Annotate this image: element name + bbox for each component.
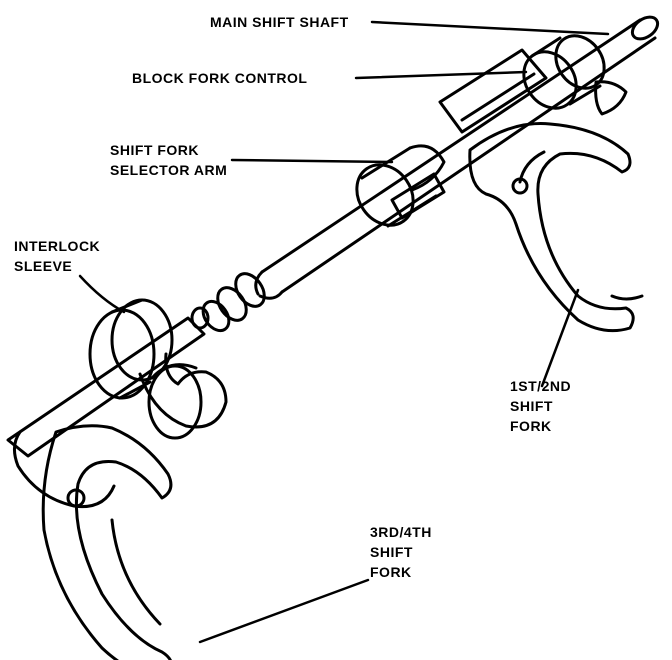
label-interlock-sleeve: INTERLOCK SLEEVE	[14, 236, 100, 276]
leader-block-fork-control	[354, 70, 528, 80]
leader-selector-arm	[230, 158, 394, 164]
leader-1st-2nd-fork	[540, 288, 580, 388]
shift-fork-selector-arm	[355, 48, 548, 228]
label-line: SHIFT FORK	[110, 142, 199, 158]
main-shift-shaft	[201, 15, 660, 333]
shift-fork-3rd-4th	[6, 316, 206, 660]
label-line: INTERLOCK	[14, 238, 101, 254]
label-main-shift-shaft: MAIN SHIFT SHAFT	[210, 14, 349, 30]
leader-lines	[78, 20, 610, 644]
label-shift-fork-selector-arm: SHIFT FORK SELECTOR ARM	[110, 140, 227, 180]
leader-3rd-4th-fork	[198, 578, 370, 644]
label-line: FORK	[510, 418, 552, 434]
label-block-fork-control: BLOCK FORK CONTROL	[132, 70, 308, 86]
label-line: SHIFT	[510, 398, 553, 414]
label-line: SHIFT	[370, 544, 413, 560]
label-line: 3RD/4TH	[370, 524, 432, 540]
label-line: SLEEVE	[14, 258, 73, 274]
label-shift-fork-3rd-4th: 3RD/4TH SHIFT FORK	[370, 522, 432, 582]
shift-fork-1st-2nd	[468, 122, 644, 333]
label-line: 1ST/2ND	[510, 378, 572, 394]
block-fork-control	[522, 34, 628, 116]
label-shift-fork-1st-2nd: 1ST/2ND SHIFT FORK	[510, 376, 571, 436]
leader-interlock-sleeve	[78, 274, 126, 314]
label-line: FORK	[370, 564, 412, 580]
leader-main-shift-shaft	[370, 20, 610, 36]
label-line: SELECTOR ARM	[110, 162, 228, 178]
